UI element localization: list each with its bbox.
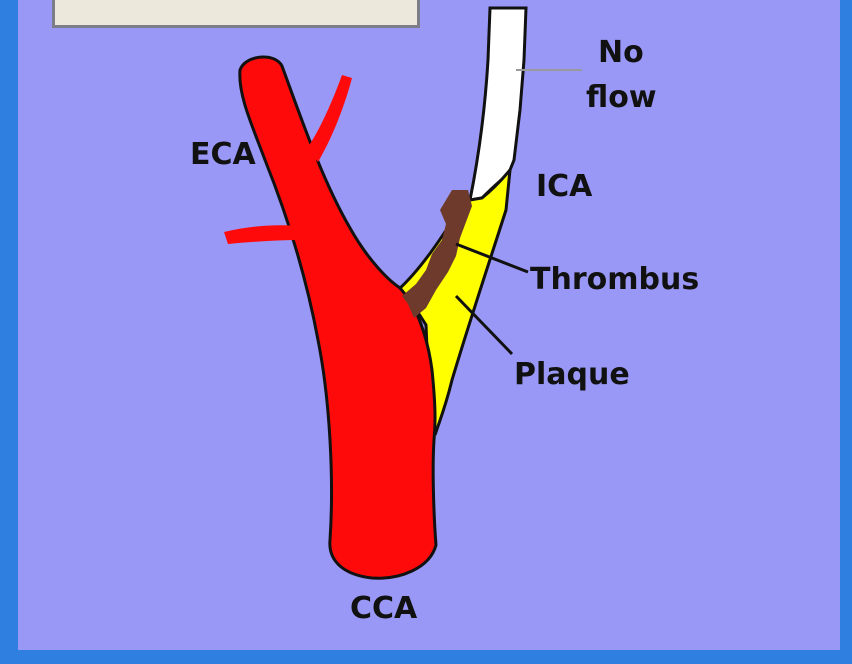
label-thrombus: Thrombus [530, 262, 699, 297]
artery-cca-eca [240, 57, 436, 578]
label-plaque: Plaque [514, 357, 630, 392]
label-flow: flow [586, 80, 657, 115]
eca-lower-branch [224, 225, 300, 244]
label-no: No [598, 35, 644, 70]
label-ica: ICA [536, 169, 593, 204]
eca-upper-branch [306, 75, 352, 162]
label-eca: ECA [190, 137, 257, 172]
no-flow-segment [470, 8, 526, 200]
label-cca: CCA [350, 591, 418, 626]
